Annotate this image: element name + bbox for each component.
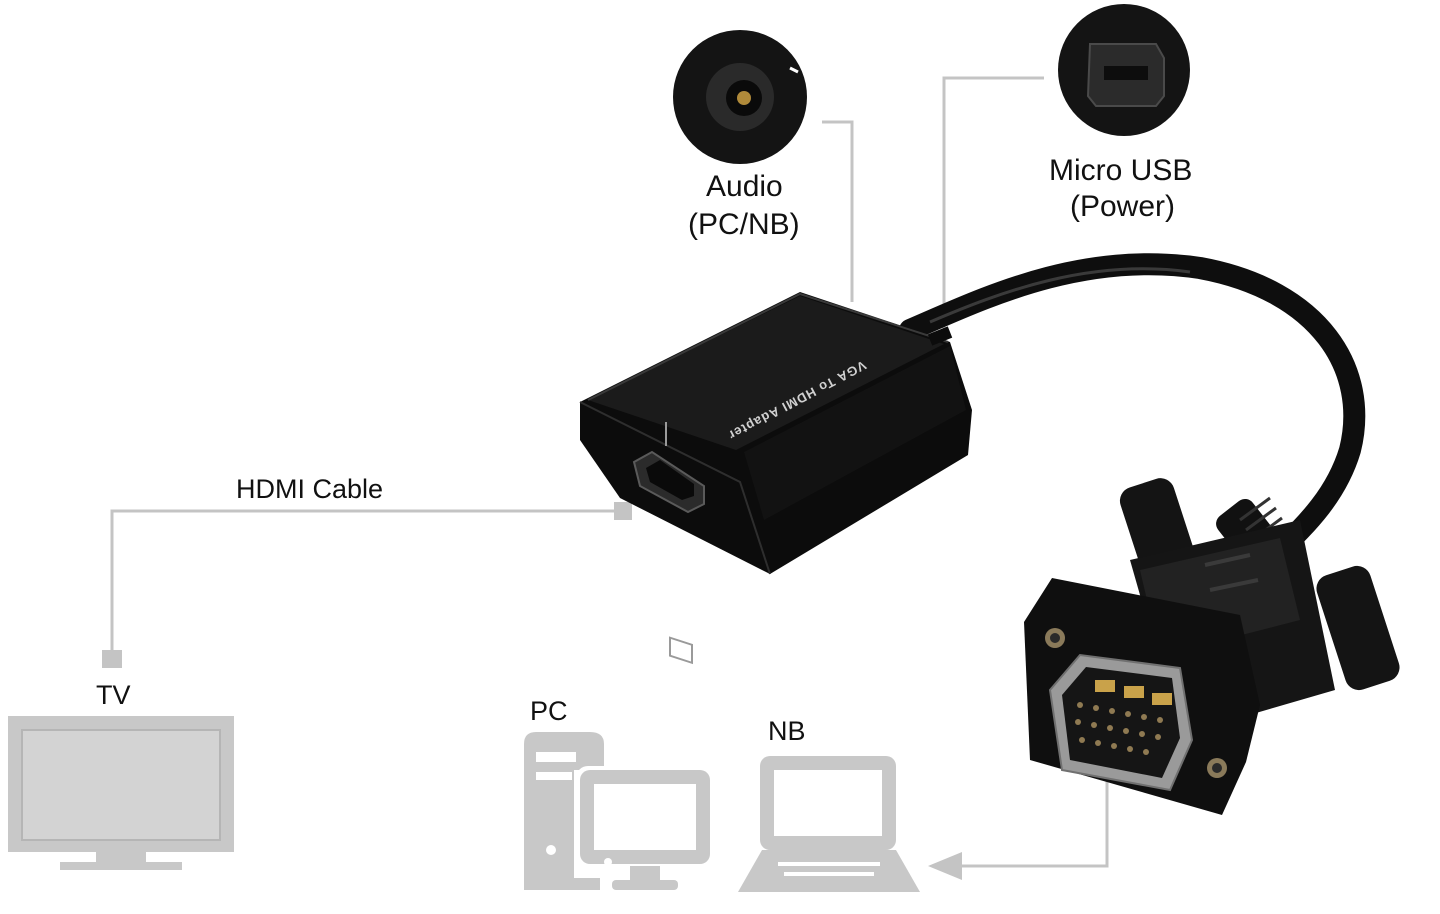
micro-usb-label: Micro USB [1049,154,1193,187]
arrow-icon [928,852,962,880]
audio-label: Audio [706,170,783,203]
usb-leader-line [942,76,1044,358]
tv-cable-end-marker [102,650,122,668]
hdmi-cable-label: HDMI Cable [236,474,384,504]
hdmi-port-icon [632,450,705,514]
audio-jack-icon [673,30,807,164]
hdmi-leader-line [110,509,622,652]
adapter-body [579,292,972,665]
audio-sublabel: (PC/NB) [688,208,800,241]
micro-usb-sublabel: (Power) [1070,190,1176,223]
tv-label: TV [96,680,131,710]
pc-label: PC [530,696,568,726]
hdmi-symbol-icon [665,422,693,665]
vga-connector-icon [1024,478,1400,815]
adapter-cable [899,253,1366,571]
hdmi-cable-end-marker [614,502,632,520]
micro-usb-port-icon [1058,4,1190,136]
audio-leader-line [822,120,854,302]
vga-leader-line [955,775,1109,868]
leader-lines [110,76,1109,868]
nb-label: NB [768,716,806,746]
